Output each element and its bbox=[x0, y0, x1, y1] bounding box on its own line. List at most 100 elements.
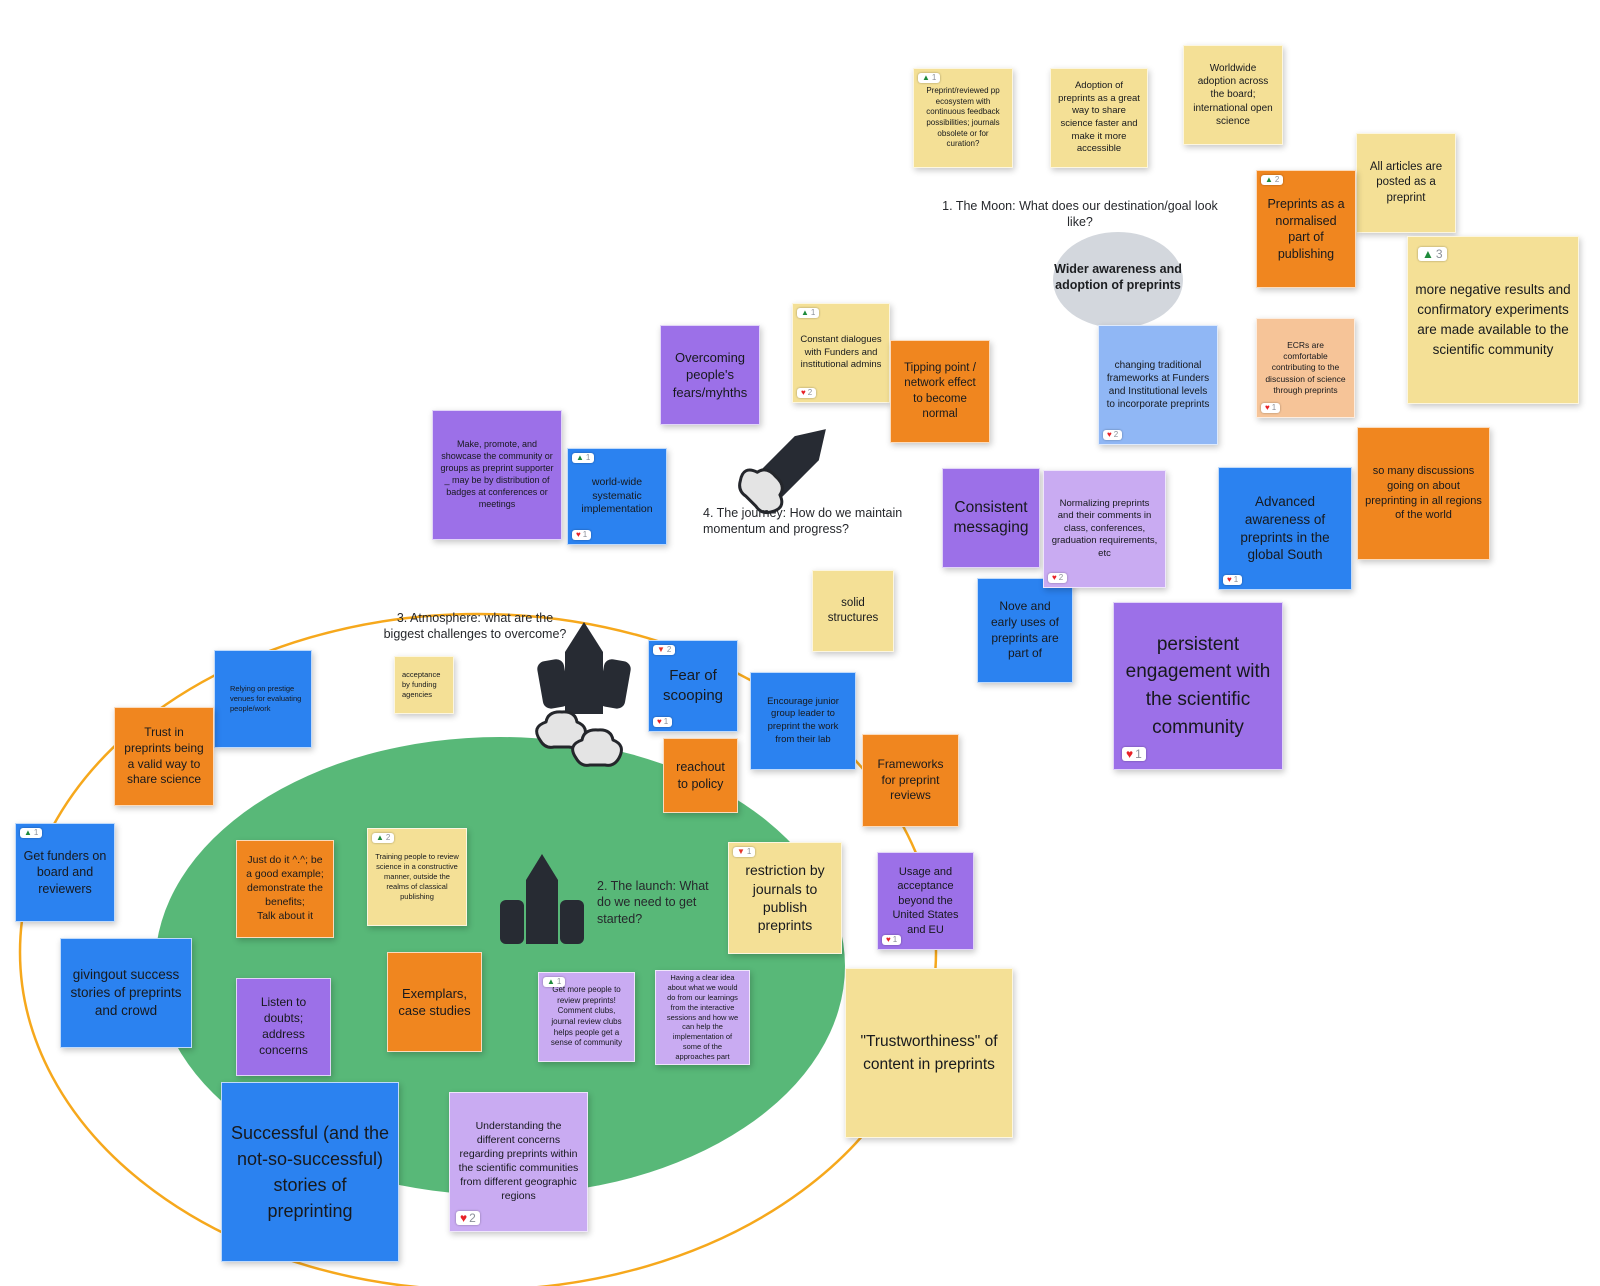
launchpad-graphic bbox=[500, 854, 584, 944]
heart-icon: ♥ bbox=[1107, 430, 1112, 439]
note-solid-structures[interactable]: solid structures bbox=[812, 570, 894, 652]
note-text: Understanding the different concerns reg… bbox=[458, 1120, 579, 1202]
note-relying-prestige[interactable]: Relying on prestige venues for evaluatin… bbox=[214, 650, 312, 748]
note-changing-frameworks[interactable]: ♥2 changing traditional frameworks at Fun… bbox=[1098, 325, 1218, 445]
heart-badge[interactable]: ♥1 bbox=[653, 717, 673, 727]
heart-count: 1 bbox=[663, 717, 669, 726]
note-make-promote[interactable]: Make, promote, and showcase the communit… bbox=[432, 410, 562, 540]
note-worldwide-implementation[interactable]: ▲1 ♥1 world-wide systematic implementation bbox=[567, 448, 667, 545]
heart-count: 2 bbox=[1113, 430, 1119, 439]
heart-badge[interactable]: ♥1 bbox=[572, 530, 592, 540]
note-text: changing traditional frameworks at Funde… bbox=[1106, 359, 1210, 411]
note-trustworthiness[interactable]: "Trustworthiness" of content in preprint… bbox=[845, 968, 1013, 1138]
moon-shape[interactable] bbox=[1053, 232, 1183, 328]
upvote-badge[interactable]: ▲1 bbox=[20, 828, 43, 838]
downvote-badge[interactable]: ▼2 bbox=[653, 645, 676, 655]
note-successful-stories[interactable]: Successful (and the not-so-successful) s… bbox=[221, 1082, 399, 1262]
upvote-count: 1 bbox=[33, 828, 39, 837]
upvote-icon: ▲ bbox=[1265, 175, 1273, 184]
upvote-icon: ▲ bbox=[576, 453, 584, 462]
heading-launch: 2. The launch: What do we need to get st… bbox=[597, 879, 709, 926]
upvote-badge[interactable]: ▲1 bbox=[572, 453, 595, 463]
upvote-badge[interactable]: ▲1 bbox=[797, 308, 820, 318]
note-exemplars[interactable]: Exemplars, case studies bbox=[387, 952, 482, 1052]
heart-count: 1 bbox=[1233, 575, 1239, 584]
note-advanced-awareness[interactable]: ♥1 Advanced awareness of preprints in the… bbox=[1218, 467, 1352, 590]
downvote-icon: ▼ bbox=[737, 847, 745, 856]
note-acceptance-funding[interactable]: acceptance by funding agencies bbox=[394, 656, 454, 714]
note-all-articles[interactable]: All articles are posted as a preprint bbox=[1356, 133, 1456, 233]
heart-badge[interactable]: ♥1 bbox=[1223, 575, 1243, 585]
heart-icon: ♥ bbox=[1126, 747, 1134, 761]
heart-count: 1 bbox=[1271, 403, 1277, 412]
note-text: acceptance by funding agencies bbox=[402, 670, 441, 699]
heart-count: 2 bbox=[469, 1211, 476, 1225]
heart-badge[interactable]: ♥2 bbox=[1103, 430, 1123, 440]
note-adoption-faster[interactable]: Adoption of preprints as a great way to … bbox=[1050, 68, 1148, 168]
note-overcoming-fears[interactable]: Overcoming people's fears/myhths bbox=[660, 325, 760, 425]
note-text: Get funders on board and reviewers bbox=[23, 848, 107, 896]
note-encourage-junior[interactable]: Encourage junior group leader to preprin… bbox=[750, 672, 856, 770]
note-tipping-point[interactable]: Tipping point / network effect to become… bbox=[890, 340, 990, 443]
note-text: solid structures bbox=[827, 596, 879, 624]
note-text: world-wide systematic implementation bbox=[581, 475, 653, 516]
upvote-badge[interactable]: ▲1 bbox=[918, 73, 941, 83]
upvote-badge[interactable]: ▲3 bbox=[1418, 247, 1447, 261]
note-text: Training people to review science in a c… bbox=[375, 852, 459, 901]
heart-count: 1 bbox=[1135, 747, 1142, 761]
note-novel-uses[interactable]: Nove and early uses of preprints are par… bbox=[977, 578, 1073, 683]
launchpad-icon[interactable] bbox=[496, 850, 588, 950]
heading-journey: 4. The journey: How do we maintain momen… bbox=[703, 506, 903, 537]
upvote-badge[interactable]: ▲2 bbox=[1261, 175, 1284, 185]
note-frameworks-reviews[interactable]: Frameworks for preprint reviews bbox=[862, 734, 959, 827]
note-consistent-messaging[interactable]: Consistent messaging bbox=[942, 468, 1040, 568]
upvote-icon: ▲ bbox=[24, 828, 32, 837]
note-clear-idea[interactable]: Having a clear idea about what we would … bbox=[655, 970, 750, 1065]
note-reachout-policy[interactable]: reachout to policy bbox=[663, 738, 738, 813]
rocket-launching-icon[interactable] bbox=[524, 620, 644, 772]
note-text: Worldwide adoption across the board; int… bbox=[1193, 63, 1273, 127]
heart-badge[interactable]: ♥1 bbox=[882, 935, 902, 945]
downvote-badge[interactable]: ▼1 bbox=[733, 847, 756, 857]
heart-badge[interactable]: ♥2 bbox=[797, 388, 817, 398]
note-worldwide-adoption[interactable]: Worldwide adoption across the board; int… bbox=[1183, 45, 1283, 145]
heart-badge[interactable]: ♥1 bbox=[1261, 403, 1281, 413]
note-text: Successful (and the not-so-successful) s… bbox=[230, 1122, 390, 1222]
heart-icon: ♥ bbox=[460, 1211, 468, 1225]
heart-badge[interactable]: ♥2 bbox=[456, 1211, 480, 1225]
note-text: more negative results and confirmatory e… bbox=[1415, 281, 1571, 358]
rocket-launching-graphic bbox=[535, 622, 631, 767]
note-text: Advanced awareness of preprints in the g… bbox=[1240, 493, 1330, 563]
note-text: Trust in preprints being a valid way to … bbox=[124, 724, 204, 787]
note-text: Nove and early uses of preprints are par… bbox=[990, 598, 1060, 661]
upvote-badge[interactable]: ▲1 bbox=[543, 977, 566, 987]
upvote-badge[interactable]: ▲2 bbox=[372, 833, 395, 843]
heart-icon: ♥ bbox=[801, 388, 806, 397]
heart-count: 2 bbox=[807, 388, 813, 397]
note-negative-results[interactable]: ▲3 more negative results and confirmatory… bbox=[1407, 236, 1579, 404]
note-so-many-discussions[interactable]: so many discussions going on about prepr… bbox=[1357, 427, 1490, 560]
heart-badge[interactable]: ♥1 bbox=[1122, 747, 1146, 761]
note-trust-preprints[interactable]: Trust in preprints being a valid way to … bbox=[114, 707, 214, 806]
heart-badge[interactable]: ♥2 bbox=[1048, 573, 1068, 583]
upvote-count: 2 bbox=[1274, 175, 1280, 184]
note-just-do-it[interactable]: Just do it ^.^; be a good example; demon… bbox=[236, 840, 334, 938]
note-success-stories[interactable]: givingout success stories of preprints a… bbox=[60, 938, 192, 1048]
note-listen-doubts[interactable]: Listen to doubts; address concerns bbox=[236, 978, 331, 1076]
note-understanding-concerns[interactable]: ♥2 Understanding the different concerns r… bbox=[449, 1092, 588, 1232]
rocket-flying-icon[interactable] bbox=[727, 413, 847, 523]
note-text: Frameworks for preprint reviews bbox=[877, 756, 944, 803]
